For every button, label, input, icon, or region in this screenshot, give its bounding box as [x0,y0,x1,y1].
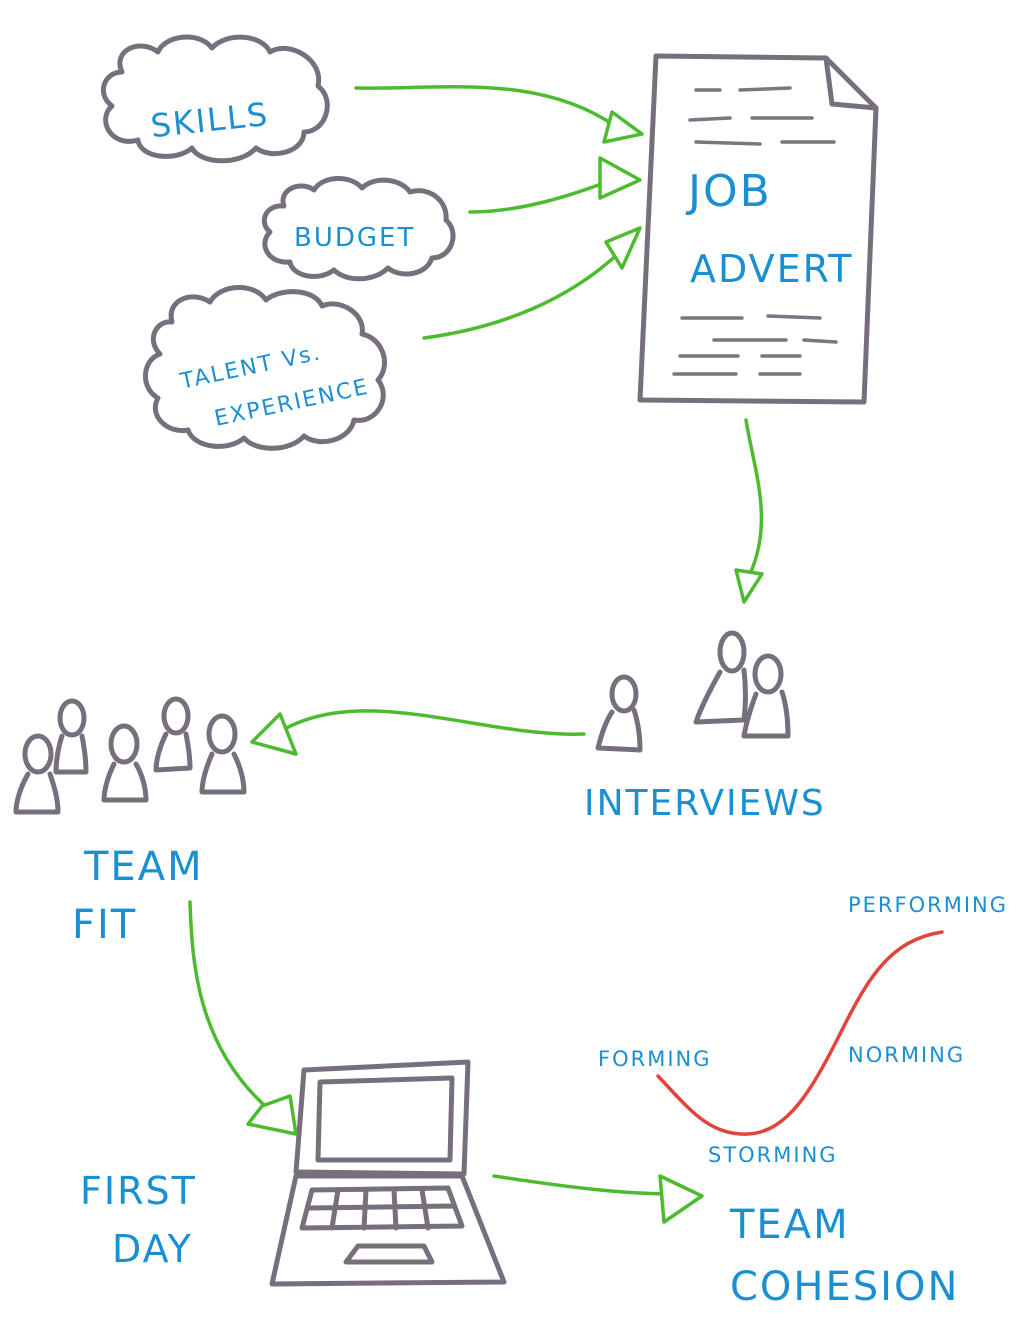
job-advert-title-line2: ADVERT [690,247,853,291]
cloud-icon [143,285,388,451]
cloud-icon [100,34,330,164]
person-icon [595,674,643,753]
cloud-icon [261,176,456,282]
laptop-screen [293,1059,471,1177]
job-advert-document: JOB ADVERT [637,53,879,405]
person-icon [153,696,193,773]
team-cohesion-line2: COHESION [730,1264,959,1310]
laptop-icon [269,1059,507,1287]
first-day-line1: FIRST [80,1169,197,1213]
arrow-icon [598,156,642,200]
laptop-trackpad [343,1243,435,1265]
stage-curve [656,930,944,1136]
laptop-display [315,1075,455,1163]
budget-label: BUDGET [294,223,415,253]
skills-cloud: SKILLS [100,34,330,164]
stage-forming: FORMING [598,1047,712,1071]
arrow-icon [658,1174,704,1224]
person-icon [199,713,247,795]
budget-cloud: BUDGET [261,176,456,282]
person-icon [13,733,61,815]
document-icon [637,53,879,405]
talent-experience-cloud: TALENT Vs. EXPERIENCE [143,285,388,451]
first-day-line2: DAY [112,1227,193,1271]
stage-norming: NORMING [848,1043,965,1067]
talent-label: TALENT Vs. [177,340,323,394]
person-icon [693,630,748,725]
person-icon [101,723,149,803]
skills-label: SKILLS [149,95,271,145]
team-development-curve: FORMING STORMING NORMING PERFORMING [598,893,1008,1167]
arrow-icon [604,226,642,270]
job-advert-title-line1: JOB [685,166,772,217]
team-cohesion-line1: TEAM [729,1202,850,1248]
arrow-budget-to-advert [468,156,642,214]
text-lines-bottom [672,314,838,376]
arrow-team-to-laptop [188,900,298,1136]
arrow-laptop-to-cohesion [492,1174,704,1224]
arrow-icon [602,110,644,144]
arrow-icon [734,568,764,604]
interviews-label: INTERVIEWS [584,783,826,824]
arrow-advert-to-interviews [734,418,764,604]
team-group: TEAM FIT [13,696,247,948]
arrow-interviews-to-team [250,709,586,756]
person-icon [53,698,89,775]
team-fit-line2: FIT [72,902,137,948]
stage-storming: STORMING [708,1143,838,1167]
text-lines-top [688,86,836,146]
stage-performing: PERFORMING [848,893,1008,917]
arrow-skills-to-advert [354,85,644,144]
person-icon [741,653,791,739]
arrow-icon [250,712,298,756]
folded-corner [823,55,879,111]
team-fit-line1: TEAM [83,844,204,890]
laptop-keyboard [299,1185,465,1231]
laptop-base [269,1173,507,1287]
arrow-talent-to-advert [422,226,642,340]
arrow-icon [246,1094,298,1136]
interview-group: INTERVIEWS [584,630,826,824]
